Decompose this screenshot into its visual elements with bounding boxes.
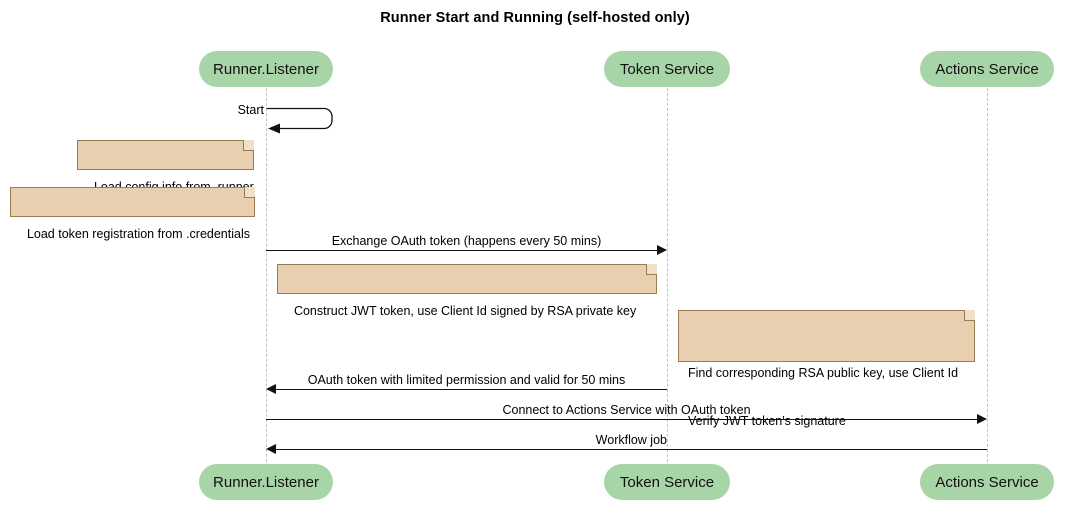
message-line-oauth-token-return (276, 389, 667, 390)
note-fold-corner-icon (244, 187, 255, 198)
participant-actions-service-top[interactable]: Actions Service (920, 51, 1054, 87)
note-load-token-registration: Load token registration from .credential… (10, 187, 255, 241)
message-label-connect-actions-service: Connect to Actions Service with OAuth to… (502, 403, 751, 417)
note-text-line-2: Verify JWT token's signature (688, 414, 846, 428)
note-load-config-info: Load config info from .runner (77, 140, 254, 194)
participant-label: Runner.Listener (213, 60, 319, 78)
participant-token-service-top[interactable]: Token Service (604, 51, 730, 87)
lifeline-actions-service (987, 88, 988, 462)
participant-label: Token Service (619, 473, 715, 491)
arrowhead-right-icon (657, 245, 667, 255)
message-label-workflow-job: Workflow job (595, 433, 667, 447)
note-verify-jwt-signature: Find corresponding RSA public key, use C… (678, 310, 975, 428)
note-fold-corner-icon (243, 140, 254, 151)
note-construct-jwt-token: Construct JWT token, use Client Id signe… (277, 264, 657, 318)
message-line-workflow-job (276, 449, 987, 450)
note-fold-corner-icon (964, 310, 975, 321)
participant-label: Token Service (619, 60, 715, 78)
lifeline-runner-listener (266, 88, 267, 462)
message-start-self-loop (266, 105, 346, 137)
participant-actions-service-bottom[interactable]: Actions Service (920, 464, 1054, 500)
note-text-line-1: Find corresponding RSA public key, use C… (688, 366, 959, 380)
message-label-oauth-token-return: OAuth token with limited permission and … (307, 373, 626, 387)
participant-runner-listener-bottom[interactable]: Runner.Listener (199, 464, 333, 500)
note-fold-corner-icon (646, 264, 657, 275)
note-text: Load token registration from .credential… (26, 227, 250, 241)
participant-token-service-bottom[interactable]: Token Service (604, 464, 730, 500)
arrowhead-right-icon (977, 414, 987, 424)
message-line-connect-actions-service (266, 419, 977, 420)
participant-runner-listener-top[interactable]: Runner.Listener (199, 51, 333, 87)
participant-label: Actions Service (935, 60, 1039, 78)
participant-label: Runner.Listener (213, 473, 319, 491)
arrowhead-left-icon (266, 384, 276, 394)
lifeline-token-service (667, 88, 668, 462)
arrowhead-left-icon (266, 444, 276, 454)
message-label-exchange-oauth-token: Exchange OAuth token (happens every 50 m… (331, 234, 602, 248)
message-label-start: Start (237, 103, 264, 117)
note-text: Construct JWT token, use Client Id signe… (293, 304, 637, 318)
participant-label: Actions Service (935, 473, 1039, 491)
page-title: Runner Start and Running (self-hosted on… (380, 10, 690, 26)
message-line-exchange-oauth-token (266, 250, 657, 251)
